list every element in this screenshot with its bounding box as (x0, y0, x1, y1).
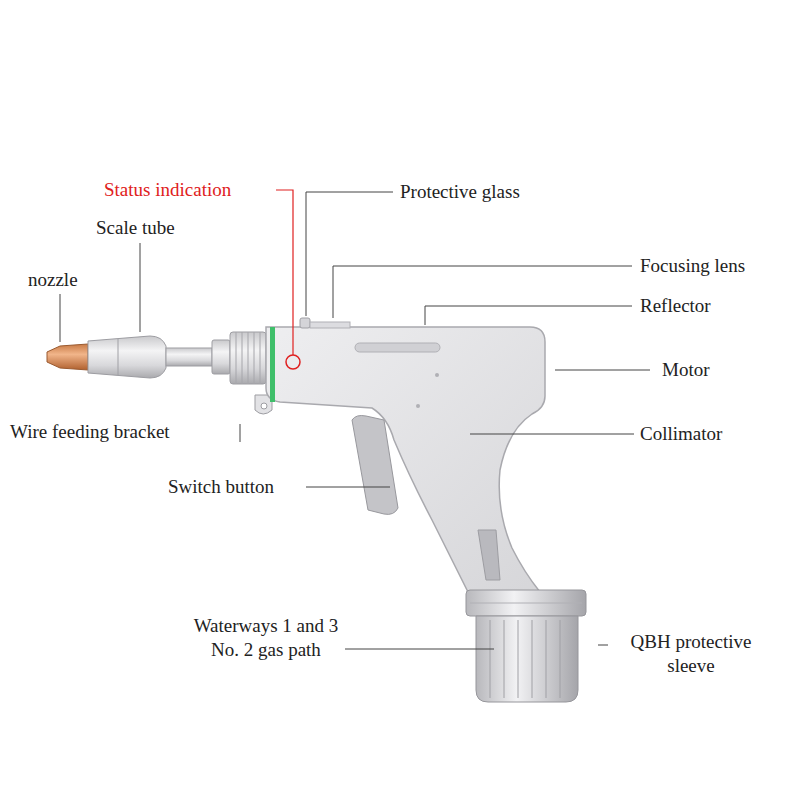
status-leader (276, 190, 293, 355)
part-label: Waterways 1 and 3 No. 2 gas path (180, 614, 352, 662)
lens-cover (310, 322, 350, 328)
collar-knurl (470, 603, 582, 604)
part-label: Switch button (168, 475, 274, 499)
thread-lines (236, 332, 260, 384)
glass-knob (300, 318, 310, 328)
part-label: Focusing lens (640, 254, 745, 278)
qbh-sleeve (476, 616, 578, 702)
thin-tube (166, 348, 212, 366)
status-indicator-ring (286, 355, 300, 369)
part-label: QBH protective sleeve (606, 630, 776, 678)
status-label: Status indication (104, 178, 231, 202)
screw (416, 404, 420, 408)
nut (212, 340, 230, 374)
qbh-ribs (490, 620, 560, 698)
part-label: Motor (662, 358, 710, 382)
tube-line (118, 339, 119, 375)
part-label: Reflector (640, 294, 711, 318)
part-label: nozzle (28, 268, 78, 292)
part-label: Scale tube (96, 216, 175, 240)
switch-shape (352, 416, 398, 515)
green-ring (270, 327, 275, 402)
body-slot (355, 343, 440, 352)
part-label: Protective glass (400, 180, 520, 204)
part-label: Wire feeding bracket (10, 420, 170, 444)
thread-ring (230, 332, 266, 384)
scale-tube-shape (88, 336, 166, 378)
gun-body (266, 327, 545, 592)
screw (435, 373, 439, 377)
nozzle-shape (47, 344, 88, 370)
part-label: Collimator (640, 422, 722, 446)
handle-window (478, 530, 500, 580)
qbh-collar (466, 590, 586, 616)
bracket-hole (261, 403, 267, 409)
leader-lines (60, 192, 650, 649)
